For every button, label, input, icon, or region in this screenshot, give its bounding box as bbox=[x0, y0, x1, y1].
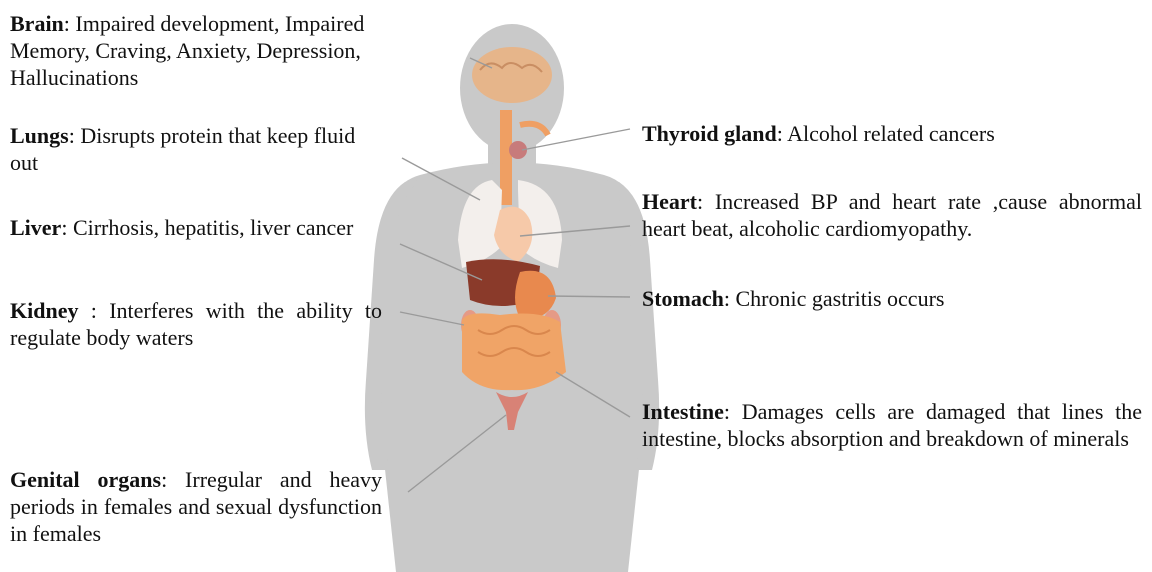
brain-label: Brain: Impaired development, Impaired Me… bbox=[10, 10, 430, 91]
kidney-label: Kidney : Interferes with the ability to … bbox=[10, 297, 382, 351]
thyroid-organ-name: Thyroid gland bbox=[642, 121, 777, 146]
heart-effects: : Increased BP and heart rate ,cause abn… bbox=[642, 189, 1142, 241]
liver-effects: : Cirrhosis, hepatitis, liver cancer bbox=[61, 215, 353, 240]
genital-organ-name: Genital organs bbox=[10, 467, 161, 492]
thyroid-effects: : Alcohol related cancers bbox=[777, 121, 995, 146]
stomach-effects: : Chronic gastritis occurs bbox=[724, 286, 945, 311]
brain-organ bbox=[472, 47, 552, 103]
liver-organ-name: Liver bbox=[10, 215, 61, 240]
lungs-organ-name: Lungs bbox=[10, 123, 69, 148]
genital-label: Genital organs: Irregular and heavy peri… bbox=[10, 466, 382, 547]
stomach-label: Stomach: Chronic gastritis occurs bbox=[642, 285, 1142, 312]
heart-label: Heart: Increased BP and heart rate ,caus… bbox=[642, 188, 1142, 242]
brain-organ-name: Brain bbox=[10, 11, 64, 36]
intestine-organ-name: Intestine bbox=[642, 399, 724, 424]
liver-label: Liver: Cirrhosis, hepatitis, liver cance… bbox=[10, 214, 370, 241]
intestine-organ bbox=[462, 313, 566, 390]
thyroid-label: Thyroid gland: Alcohol related cancers bbox=[642, 120, 1142, 147]
lungs-label: Lungs: Disrupts protein that keep fluid … bbox=[10, 122, 380, 176]
kidney-organ-name: Kidney bbox=[10, 298, 78, 323]
intestine-label: Intestine: Damages cells are damaged tha… bbox=[642, 398, 1142, 452]
stomach-organ-name: Stomach bbox=[642, 286, 724, 311]
brain-effects: : Impaired development, Impaired Memory,… bbox=[10, 11, 364, 90]
heart-organ-name: Heart bbox=[642, 189, 697, 214]
stomach-leader-line bbox=[548, 296, 630, 297]
